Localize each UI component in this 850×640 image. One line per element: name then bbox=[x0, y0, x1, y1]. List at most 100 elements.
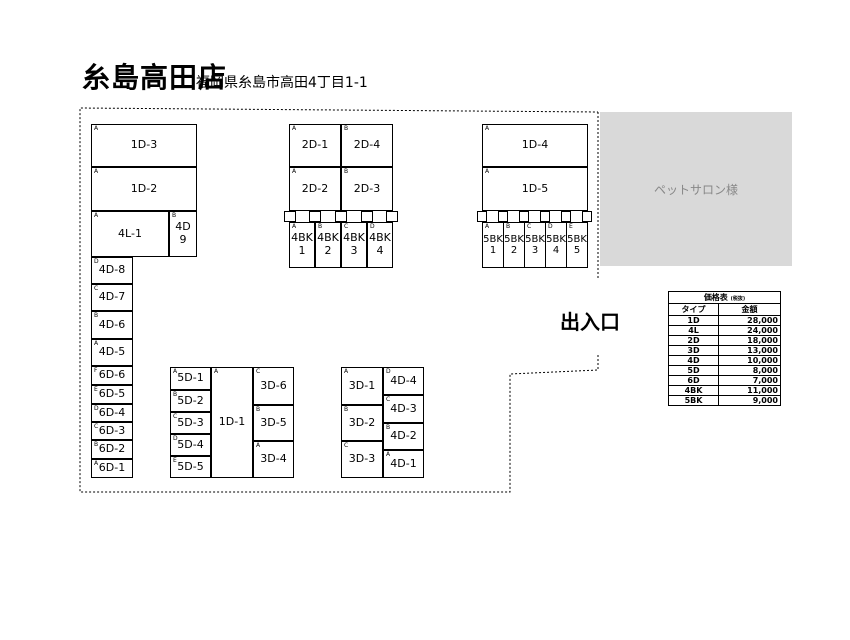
unit-tag: C bbox=[344, 442, 349, 449]
type-cell: 2D bbox=[667, 335, 720, 346]
price-cell: 28,000 bbox=[718, 315, 781, 326]
unit-label: 5D-1 bbox=[177, 371, 204, 385]
price-cell: 10,000 bbox=[718, 355, 781, 366]
unit-tag: B bbox=[344, 406, 349, 413]
unit-tag: C bbox=[173, 413, 178, 420]
unit-tag: C bbox=[256, 368, 261, 375]
type-cell: 4BK bbox=[667, 385, 720, 396]
unit-tag: B bbox=[173, 391, 178, 398]
unit-tag: B bbox=[386, 424, 391, 431]
unit-label: 6D-2 bbox=[98, 442, 126, 456]
unit-label: 5D-3 bbox=[177, 415, 204, 429]
price-table-header: 価格表 (税抜) bbox=[668, 291, 781, 304]
unit-label: 6D-5 bbox=[98, 387, 126, 401]
unit-label: 5D-4 bbox=[177, 437, 204, 451]
partition-tab bbox=[386, 211, 398, 222]
unit-label: 4BK 4 bbox=[369, 231, 391, 257]
unit-tag: B bbox=[172, 212, 177, 219]
store-address: 福岡県糸島市高田4丁目1-1 bbox=[196, 75, 368, 91]
unit-tag: D bbox=[94, 405, 99, 412]
unit-label: 5BK 2 bbox=[504, 233, 524, 257]
unit-tag: A bbox=[214, 368, 219, 375]
unit-label: 3D-5 bbox=[260, 415, 287, 429]
unit-tag: D bbox=[548, 223, 553, 230]
price-cell: 13,000 bbox=[718, 345, 781, 356]
partition-tab bbox=[519, 211, 529, 222]
unit-tag: E bbox=[569, 223, 573, 230]
unit-tag: A bbox=[292, 223, 297, 230]
partition-tab bbox=[284, 211, 296, 222]
unit-label: 5BK 4 bbox=[546, 233, 566, 257]
unit-tag: C bbox=[527, 223, 532, 230]
unit-tag: D bbox=[386, 368, 391, 375]
unit-label: 4BK 3 bbox=[343, 231, 365, 257]
type-cell: 5D bbox=[667, 365, 720, 376]
unit-3d-5[interactable]: B 3D-5 bbox=[253, 405, 294, 441]
unit-tag: A bbox=[94, 460, 99, 467]
unit-tag: B bbox=[94, 312, 99, 319]
unit-label: 4D-1 bbox=[390, 456, 417, 470]
unit-tag: A bbox=[292, 168, 297, 175]
unit-5bk-4[interactable]: D 5BK 4 bbox=[545, 222, 567, 268]
unit-tag: B bbox=[256, 406, 261, 413]
unit-tag: A bbox=[344, 368, 349, 375]
unit-tag: A bbox=[485, 125, 490, 132]
unit-label: 5BK 5 bbox=[567, 233, 587, 257]
partition-tab bbox=[561, 211, 571, 222]
unit-label: 4D-3 bbox=[390, 401, 417, 415]
unit-5bk-5[interactable]: E 5BK 5 bbox=[566, 222, 588, 268]
unit-label: 5BK 1 bbox=[483, 233, 503, 257]
unit-label: 4L-1 bbox=[118, 226, 142, 240]
type-cell: 3D bbox=[667, 345, 720, 356]
unit-label: 1D-3 bbox=[130, 138, 158, 152]
unit-label: 4D-6 bbox=[98, 317, 126, 331]
unit-tag: D bbox=[173, 435, 178, 442]
price-cell: 11,000 bbox=[718, 385, 781, 396]
